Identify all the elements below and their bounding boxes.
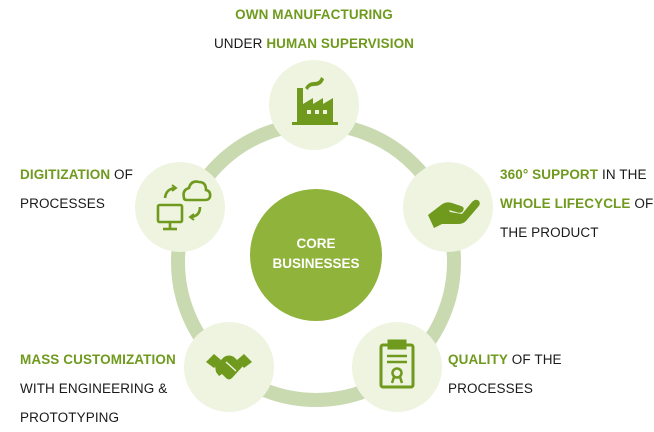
label-digitization: DIGITIZATION OF PROCESSES bbox=[20, 160, 133, 218]
label-line: QUALITY OF THE bbox=[448, 345, 562, 374]
node-quality bbox=[352, 322, 442, 412]
plain-text: THE PRODUCT bbox=[500, 225, 599, 240]
node-mass-customization bbox=[184, 322, 274, 412]
center-node: CORE BUSINESSES bbox=[250, 189, 382, 321]
cloud-computer-sync-icon bbox=[156, 180, 212, 231]
node-own-manufacturing bbox=[269, 60, 359, 150]
label-line: WITH ENGINEERING & bbox=[20, 374, 176, 403]
plain-text: WITH ENGINEERING & bbox=[20, 381, 168, 396]
center-title-line2: BUSINESSES bbox=[272, 256, 359, 271]
highlight-text: DIGITIZATION bbox=[20, 167, 111, 182]
plain-text: OF bbox=[110, 167, 134, 182]
plain-text: PROCESSES bbox=[448, 381, 533, 396]
highlight-text: HUMAN SUPERVISION bbox=[266, 36, 415, 51]
clipboard-certificate-icon bbox=[379, 339, 415, 389]
label-line: MASS CUSTOMIZATION bbox=[20, 345, 176, 374]
highlight-text: QUALITY bbox=[448, 352, 508, 367]
label-line: PROTOTYPING bbox=[20, 403, 176, 432]
label-quality: QUALITY OF THE PROCESSES bbox=[448, 345, 562, 403]
label-line: PROCESSES bbox=[20, 189, 133, 218]
hand-support-icon bbox=[428, 199, 480, 228]
label-line: UNDER HUMAN SUPERVISION bbox=[0, 29, 628, 58]
highlight-text: OWN MANUFACTURING bbox=[235, 7, 393, 22]
label-line: OWN MANUFACTURING bbox=[0, 0, 628, 29]
highlight-text: WHOLE LIFECYCLE bbox=[500, 196, 631, 211]
plain-text: OF bbox=[630, 196, 654, 211]
factory-icon bbox=[292, 77, 338, 125]
plain-text: IN THE bbox=[598, 167, 647, 182]
label-line: DIGITIZATION OF bbox=[20, 160, 133, 189]
label-line: WHOLE LIFECYCLE OF bbox=[500, 189, 653, 218]
handshake-icon bbox=[206, 354, 252, 380]
label-own-manufacturing: OWN MANUFACTURING UNDER HUMAN SUPERVISION bbox=[0, 0, 628, 58]
node-360-support bbox=[403, 162, 493, 252]
plain-text: OF THE bbox=[507, 352, 562, 367]
highlight-text: 360° SUPPORT bbox=[500, 167, 599, 182]
label-mass-customization: MASS CUSTOMIZATION WITH ENGINEERING & PROT… bbox=[20, 345, 176, 432]
label-line: PROCESSES bbox=[448, 374, 562, 403]
plain-text: UNDER bbox=[213, 36, 267, 51]
label-line: THE PRODUCT bbox=[500, 218, 653, 247]
center-title-line1: CORE bbox=[296, 236, 335, 251]
label-line: 360° SUPPORT IN THE bbox=[500, 160, 653, 189]
plain-text: PROCESSES bbox=[20, 196, 105, 211]
plain-text: PROTOTYPING bbox=[20, 410, 120, 425]
highlight-text: MASS CUSTOMIZATION bbox=[20, 352, 176, 367]
node-digitization bbox=[135, 162, 225, 252]
